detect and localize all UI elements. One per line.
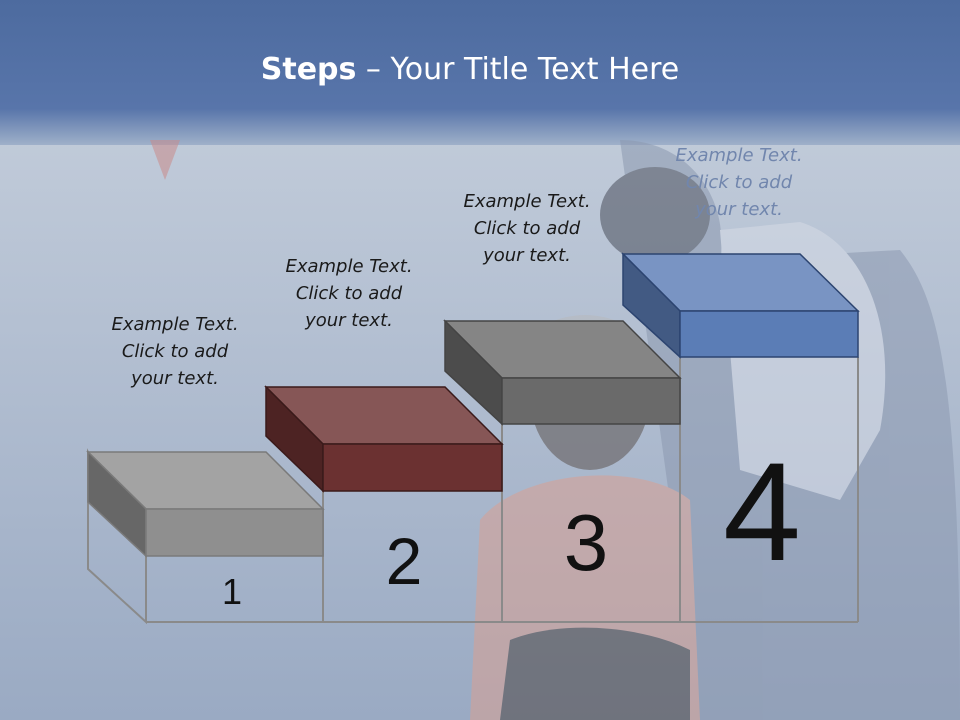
step-3-front-face (501, 377, 681, 425)
title-bold: Steps (260, 52, 357, 87)
step-2-label[interactable]: Example Text. Click to add your text. (264, 253, 434, 334)
step-1-label-line-2: Click to add (121, 341, 229, 362)
step-4-number: 4 (723, 433, 801, 590)
step-3-block[interactable] (443, 319, 682, 426)
step-2-label-line-3: your text. (305, 310, 393, 331)
step-4-label[interactable]: Example Text. Click to add your text. (654, 142, 824, 223)
step-1-label[interactable]: Example Text. Click to add your text. (90, 311, 260, 392)
step-1-front-face (145, 508, 324, 557)
step-4-label-line-3: your text. (695, 199, 783, 220)
step-1-label-line-3: your text. (131, 368, 219, 389)
step-2-front-face (322, 443, 503, 492)
step-3-label-line-3: your text. (483, 245, 571, 266)
step-4-front-face (679, 310, 859, 358)
step-1-number: 1 (222, 571, 242, 612)
step-3-label-line-1: Example Text. (463, 191, 591, 212)
step-1-block[interactable] (86, 450, 325, 558)
slide-title: Steps – Your Title Text Here (0, 52, 940, 87)
step-2-label-line-2: Click to add (295, 283, 403, 304)
step-2-number: 2 (386, 524, 423, 598)
step-2-block[interactable] (264, 385, 504, 493)
step-2-label-line-1: Example Text. (285, 256, 413, 277)
step-3-label-line-2: Click to add (473, 218, 581, 239)
title-band (0, 0, 960, 145)
step-4-label-line-1: Example Text. (675, 145, 803, 166)
title-rest: – Your Title Text Here (356, 52, 680, 87)
step-3-label[interactable]: Example Text. Click to add your text. (442, 188, 612, 269)
step-1-label-line-1: Example Text. (111, 314, 239, 335)
step-3-number: 3 (564, 498, 609, 587)
step-4-block[interactable] (621, 252, 860, 359)
step-4-label-line-2: Click to add (685, 172, 793, 193)
